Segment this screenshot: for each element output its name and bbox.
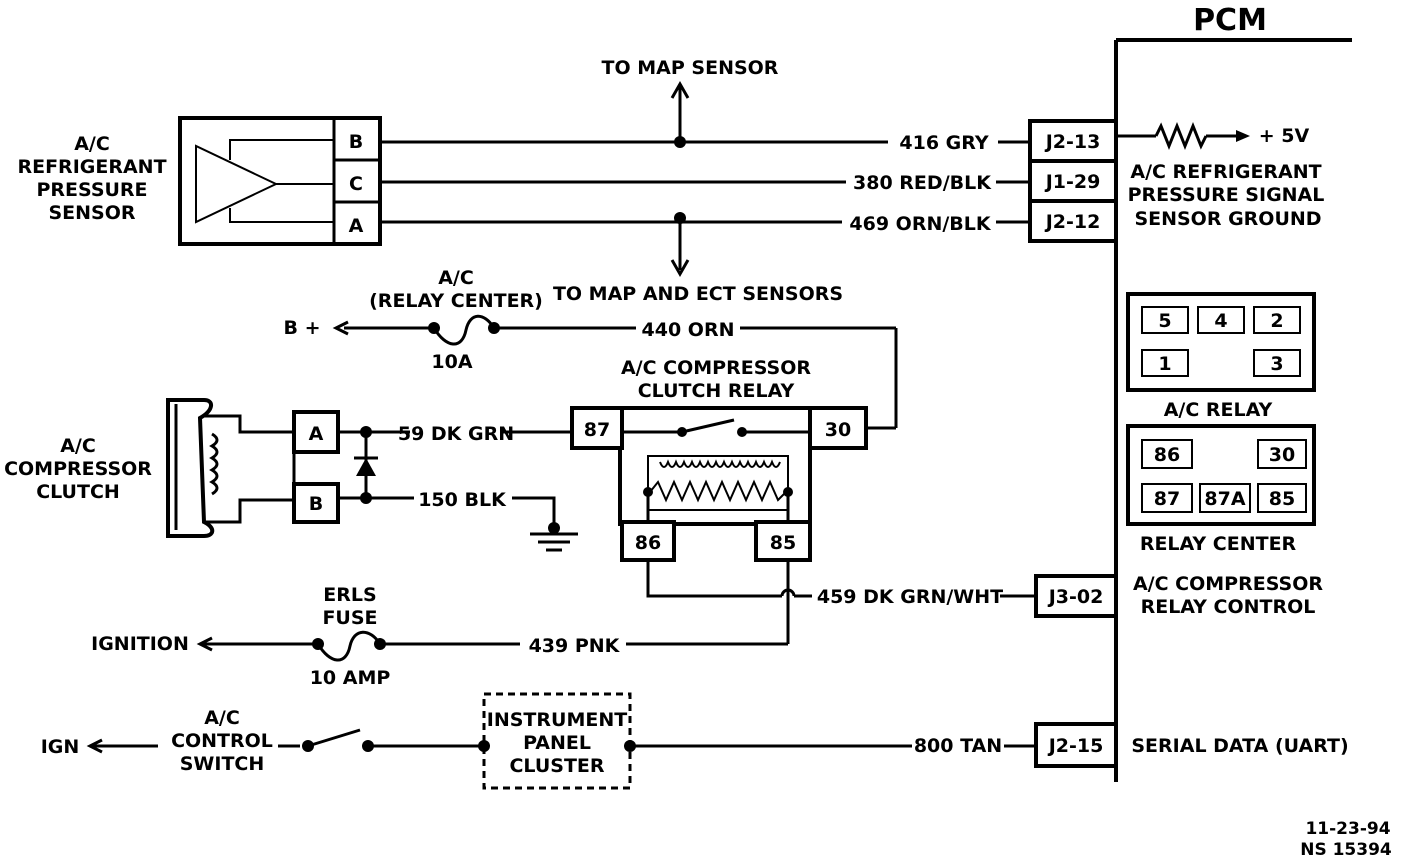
- footer-date: 11-23-94: [1305, 819, 1390, 839]
- pcm: PCM: [1114, 3, 1352, 782]
- wire-439-label: 439 PNK: [529, 635, 621, 657]
- sensor-pin-b: B: [349, 131, 363, 153]
- svg-text:85: 85: [1269, 488, 1295, 510]
- svg-text:J2-13: J2-13: [1044, 131, 1101, 153]
- wire-459-label: 459 DK GRN/WHT: [817, 586, 1003, 608]
- to-map-ect-sensors: TO MAP AND ECT SENSORS: [553, 283, 843, 305]
- ac-relay-label: A/C RELAY: [1164, 399, 1273, 421]
- control-switch-icon: [278, 728, 374, 752]
- relay-center-block: 86 30 87 87A 85: [1126, 424, 1316, 526]
- fuse-ac-rating: 10A: [431, 351, 472, 373]
- compressor-clutch: A B: [166, 398, 340, 538]
- supply-5v: + 5V: [1259, 125, 1310, 147]
- wire-416-label: 416 GRY: [899, 132, 988, 154]
- wire-469-label: 469 ORN/BLK: [849, 213, 991, 235]
- pcm-connector-j2-13: J2-13: [1028, 119, 1118, 163]
- signal-sensor-ground: SENSOR GROUND: [1134, 208, 1321, 230]
- signal-serial-data: SERIAL DATA (UART): [1131, 735, 1348, 757]
- pcm-connector-j1-29: J1-29: [1028, 159, 1118, 203]
- relay-pin-87: 87: [584, 419, 610, 441]
- pcm-connector-j2-15: J2-15: [1034, 722, 1118, 768]
- clutch-coil-icon: [209, 432, 219, 496]
- svg-text:J2-15: J2-15: [1047, 735, 1104, 757]
- relay-pin-86: 86: [635, 532, 661, 554]
- ign-label: IGN: [41, 736, 80, 758]
- wire-59-label: 59 DK GRN: [398, 423, 514, 445]
- sensor-pin-a: A: [349, 215, 364, 237]
- amplifier-icon: [195, 144, 279, 224]
- svg-text:86: 86: [1154, 444, 1180, 466]
- ac-relay-block: 5 4 2 1 3: [1126, 292, 1316, 392]
- footer-code: NS 15394: [1300, 840, 1392, 860]
- fuse-ac-name: A/C(RELAY CENTER): [369, 267, 543, 312]
- wire-800-label: 800 TAN: [914, 735, 1002, 757]
- pcm-title: PCM: [1193, 3, 1267, 38]
- ignition-label: IGNITION: [91, 633, 189, 655]
- erls-fuse-icon: [312, 630, 386, 662]
- svg-text:87: 87: [1154, 488, 1180, 510]
- svg-text:2: 2: [1270, 310, 1283, 332]
- diode-icon: [354, 456, 378, 476]
- sensor-pin-c: C: [349, 173, 363, 195]
- svg-text:5: 5: [1158, 310, 1171, 332]
- to-map-sensor: TO MAP SENSOR: [602, 57, 779, 79]
- relay-pin-30: 30: [825, 419, 851, 441]
- svg-text:30: 30: [1269, 444, 1295, 466]
- wire-440-label: 440 ORN: [642, 319, 735, 341]
- wire-150-label: 150 BLK: [418, 489, 507, 511]
- svg-text:4: 4: [1214, 310, 1227, 332]
- svg-text:3: 3: [1270, 353, 1283, 375]
- clutch-pin-b: B: [309, 493, 323, 515]
- svg-text:J3-02: J3-02: [1047, 586, 1104, 608]
- compressor-clutch-relay: 87 30 86 85: [570, 406, 868, 562]
- pullup-resistor-icon: [1116, 121, 1250, 151]
- svg-text:87A: 87A: [1204, 488, 1245, 510]
- clutch-pin-a: A: [309, 423, 324, 445]
- relay-center-label: RELAY CENTER: [1140, 533, 1297, 555]
- wire-380-label: 380 RED/BLK: [853, 172, 992, 194]
- ac-fuse-icon: [428, 314, 500, 346]
- pcm-connector-j2-12: J2-12: [1028, 199, 1118, 243]
- b-plus-label: B +: [283, 317, 320, 339]
- relay-pin-85: 85: [770, 532, 796, 554]
- svg-text:1: 1: [1158, 353, 1171, 375]
- svg-text:J2-12: J2-12: [1044, 211, 1101, 233]
- svg-text:J1-29: J1-29: [1044, 171, 1101, 193]
- pcm-connector-j3-02: J3-02: [1034, 574, 1118, 618]
- ground-icon: [530, 522, 578, 552]
- coil-icon: [649, 459, 787, 503]
- fuse-erls-rating: 10 AMP: [310, 667, 391, 689]
